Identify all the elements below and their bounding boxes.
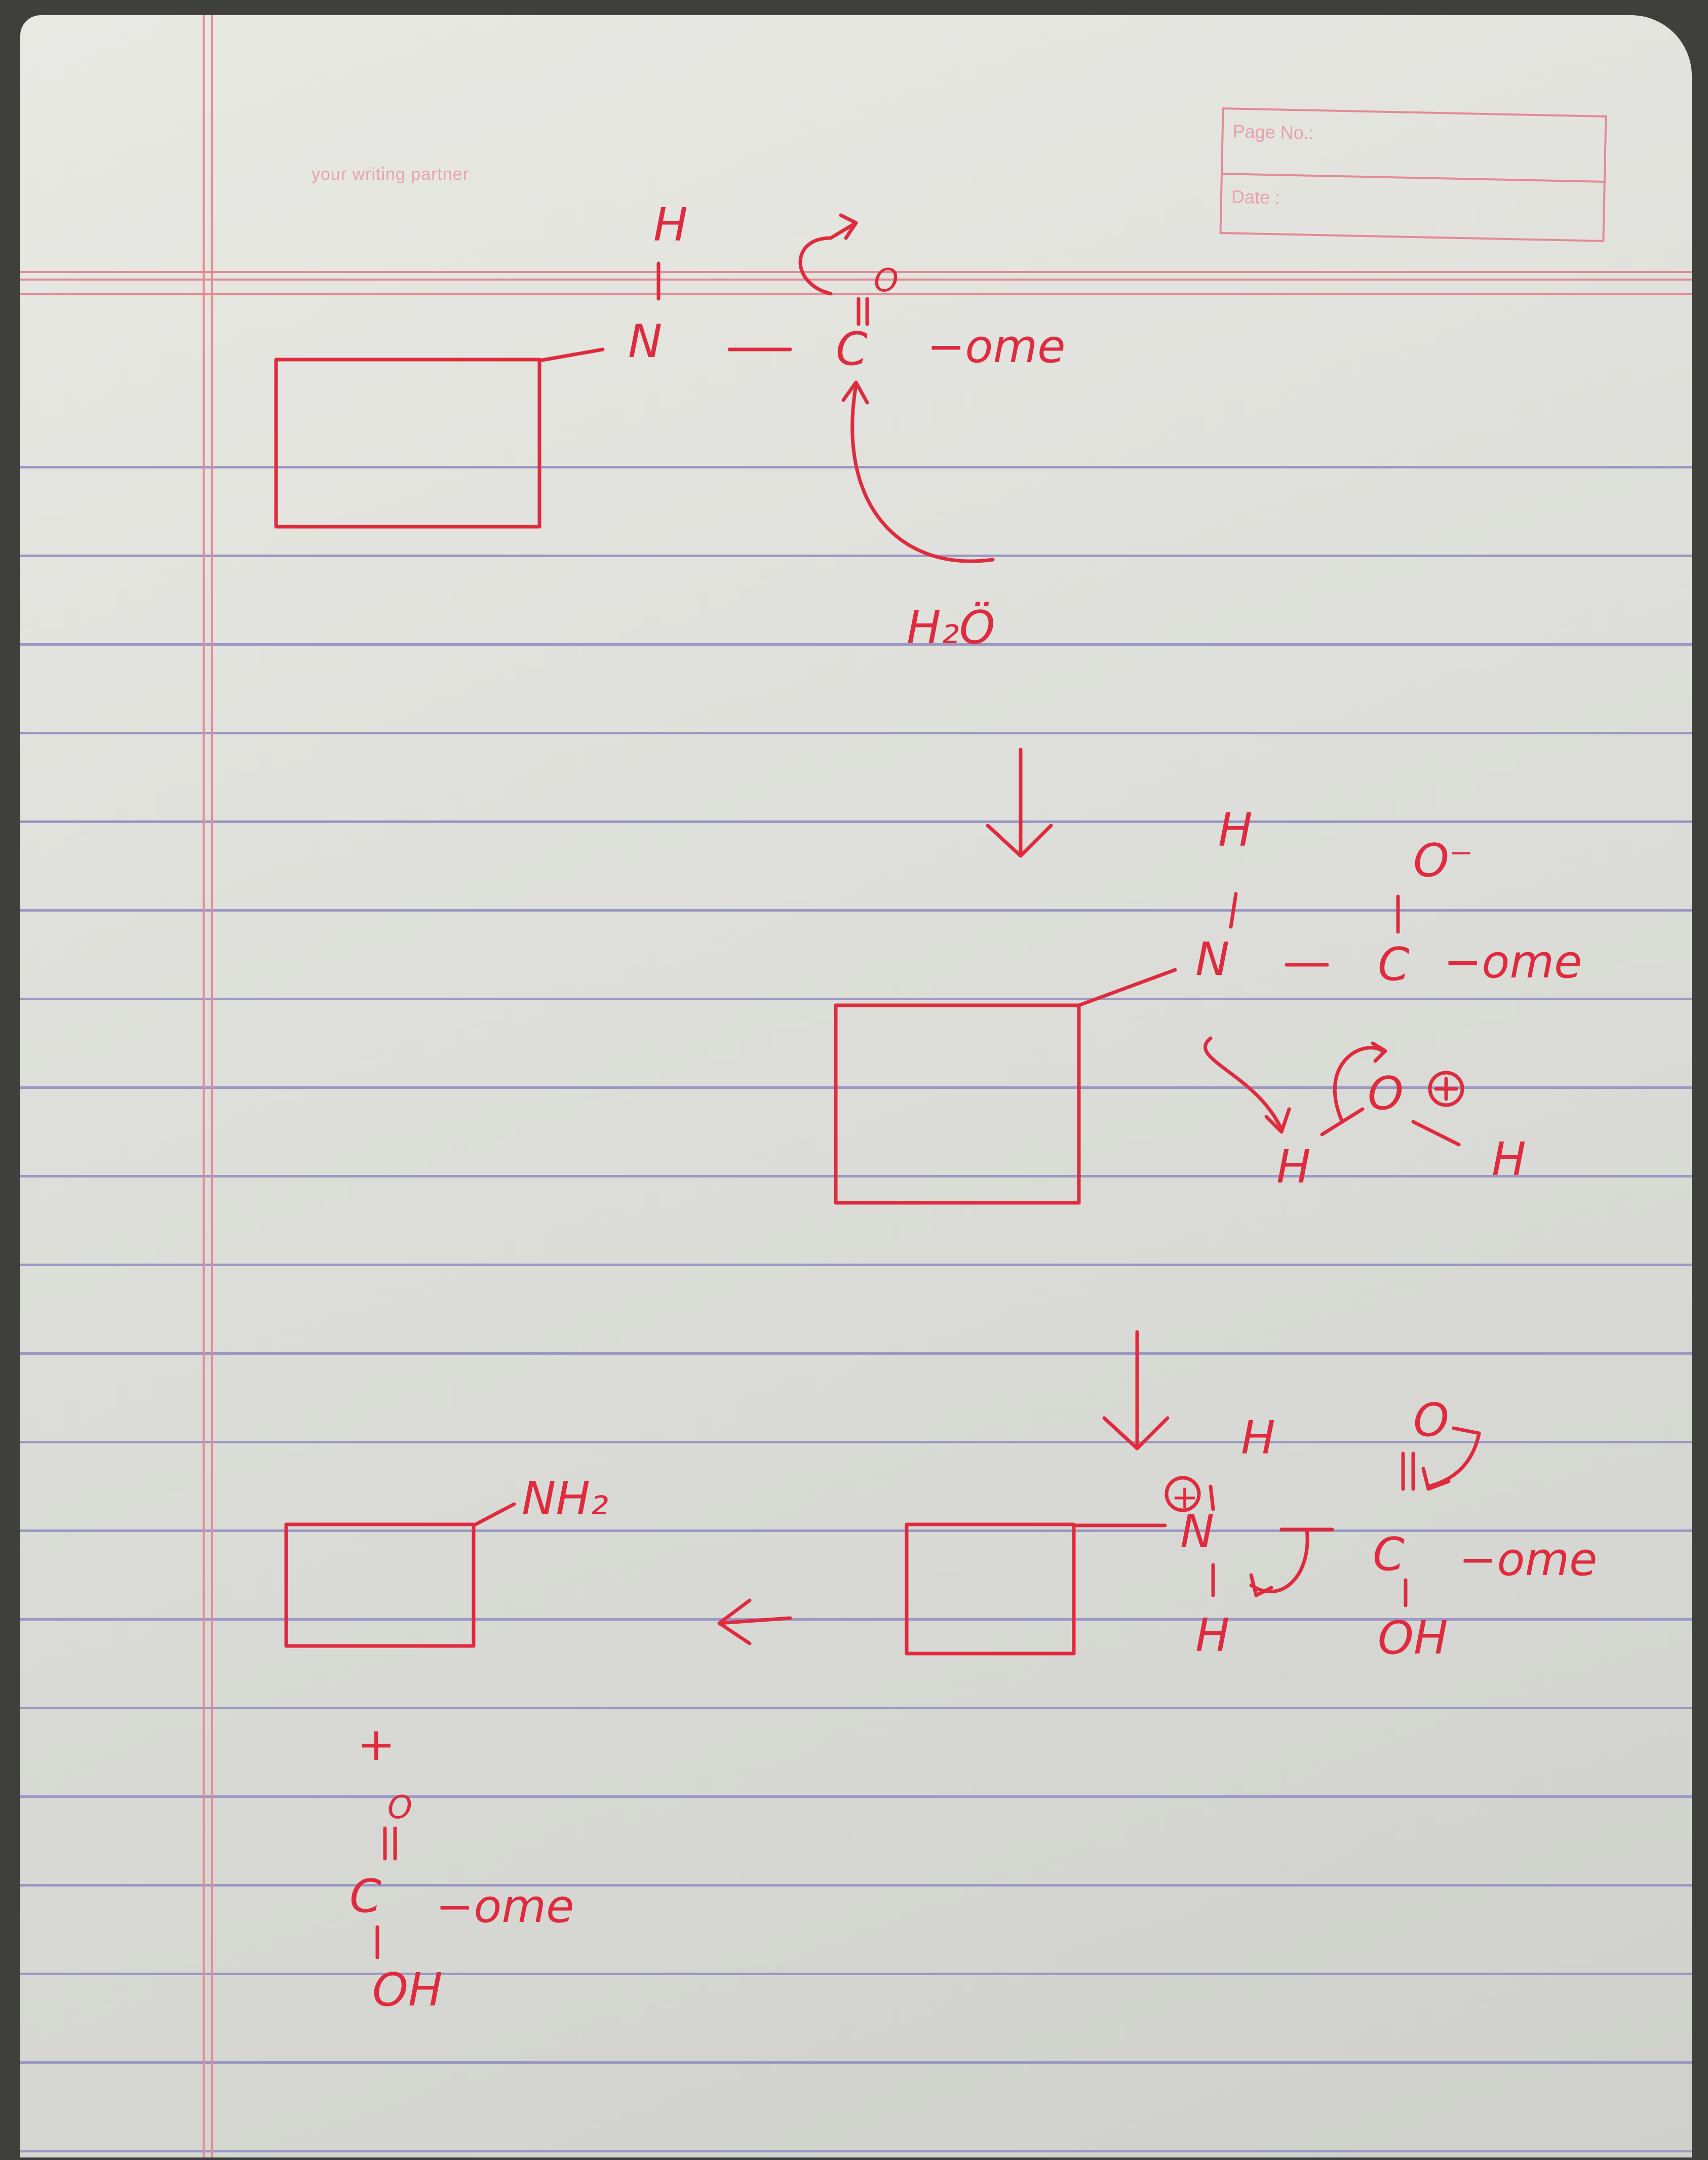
bond-o-h-right xyxy=(1411,1120,1461,1147)
step1-structure: H N C O −ome H₂Ö xyxy=(274,199,1066,654)
notebook-page: your writing partner Page No.: Date : xyxy=(20,15,1692,2157)
step1-h-top: H xyxy=(653,199,688,252)
arrow-cleave-cn xyxy=(1249,1527,1309,1593)
bond-ring-n-2 xyxy=(1077,968,1177,1007)
step3-h-top: H xyxy=(1241,1411,1275,1465)
products: NH₂ + O C −ome OH xyxy=(284,1472,608,2017)
positive-charge-circle-2 xyxy=(1428,1071,1464,1107)
double-bond-c-o-product xyxy=(383,1826,397,1861)
step3-plus: + xyxy=(1171,1479,1198,1516)
header-rule-2 xyxy=(20,279,1692,281)
margin-line-1 xyxy=(203,15,205,2157)
step2-h-left: H xyxy=(1276,1141,1311,1194)
step2-hydronium-o: O xyxy=(1368,1067,1404,1120)
arrow-water-attack xyxy=(850,383,995,563)
step2-c: C xyxy=(1378,938,1410,991)
ring-box-1 xyxy=(274,358,541,529)
step2-n: N xyxy=(1195,933,1229,986)
reaction-arrow-down-1 xyxy=(986,748,1053,858)
step2-h-right: H xyxy=(1492,1133,1526,1186)
step3-n: N xyxy=(1180,1505,1214,1558)
product-ome: −ome xyxy=(436,1880,574,1933)
arrow-curly-carbonyl-1 xyxy=(798,221,858,296)
product-oh: OH xyxy=(372,1963,443,2017)
step3-h-bottom: H xyxy=(1195,1609,1230,1662)
product-nh2: NH₂ xyxy=(522,1472,608,1525)
product-o: O xyxy=(387,1789,412,1826)
margin-line-2 xyxy=(211,15,213,2157)
step2-ome: −ome xyxy=(1444,935,1582,989)
brand-text: your writing partner xyxy=(312,165,470,184)
arrowhead-reform-carbonyl xyxy=(1421,1467,1451,1491)
double-bond-c-o-3 xyxy=(1401,1451,1415,1491)
header-rule-1 xyxy=(20,271,1692,273)
ruled-lines xyxy=(20,380,1692,2157)
step2-structure: H N C O⁻ −ome H O H xyxy=(834,804,1582,1205)
bond-n-h-top-3 xyxy=(1209,1484,1215,1511)
arrowhead-bond-to-o xyxy=(1371,1041,1387,1063)
positive-charge-circle-3 xyxy=(1164,1476,1201,1512)
bond-n-h-2 xyxy=(1229,892,1238,929)
ring-box-3 xyxy=(905,1522,1076,1656)
step1-n: N xyxy=(628,315,662,368)
arrowhead-water-attack xyxy=(841,380,869,405)
step3-oh: OH xyxy=(1378,1612,1448,1665)
step1-o: O xyxy=(874,262,899,299)
step3-o-top: O xyxy=(1413,1394,1449,1447)
step1-water: H₂Ö xyxy=(907,601,995,654)
step2-o-minus: O⁻ xyxy=(1413,834,1473,887)
ring-box-2 xyxy=(834,1003,1081,1205)
reaction-arrow-down-2 xyxy=(1102,1330,1170,1450)
double-bond-c-o-1 xyxy=(857,297,869,326)
bond-ring-nh2 xyxy=(472,1502,516,1527)
arrowhead-carbonyl-1 xyxy=(839,213,858,240)
arrow-reform-carbonyl xyxy=(1426,1426,1481,1488)
step3-ome: −ome xyxy=(1459,1533,1598,1586)
step2-h-top: H xyxy=(1218,804,1253,857)
step3-c: C xyxy=(1373,1528,1405,1581)
step1-c: C xyxy=(836,323,868,376)
ring-box-4 xyxy=(284,1522,476,1648)
arrowhead-cleave-cn xyxy=(1249,1573,1273,1597)
positive-charge-sign-2 xyxy=(1434,1077,1458,1101)
reaction-arrow-left xyxy=(717,1598,792,1645)
step3-structure: H + N H C O −ome OH xyxy=(905,1394,1598,1665)
arrow-bond-to-o xyxy=(1333,1046,1385,1124)
bond-ring-n-1 xyxy=(537,347,605,363)
product-c: C xyxy=(350,1870,381,1923)
arrow-lonepair-to-h xyxy=(1203,1036,1284,1131)
arrowhead-lonepair xyxy=(1264,1107,1291,1134)
header-rule-3 xyxy=(20,293,1692,295)
product-plus: + xyxy=(357,1718,395,1771)
step1-ome: −ome xyxy=(927,320,1066,373)
